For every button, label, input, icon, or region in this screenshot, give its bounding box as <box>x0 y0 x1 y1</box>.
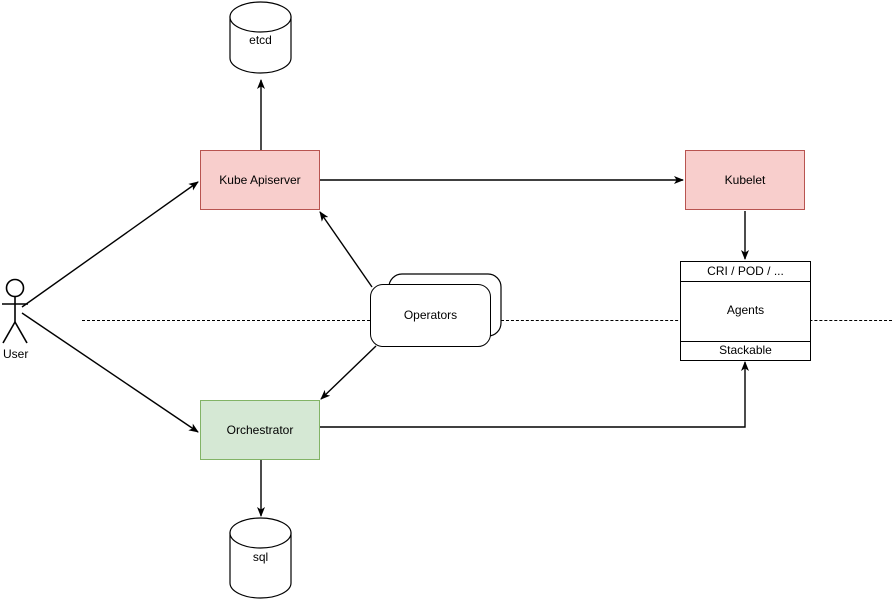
user-actor-shape <box>2 278 28 344</box>
agents-header-divider <box>681 281 810 282</box>
edge-user-to-apiserver <box>21 181 199 308</box>
etcd-cylinder-shape <box>229 1 292 74</box>
node-agents[interactable] <box>680 261 811 361</box>
node-kubelet[interactable] <box>685 150 805 210</box>
node-user-label: User <box>3 347 29 361</box>
node-operators[interactable] <box>370 284 491 347</box>
node-orchestrator[interactable] <box>200 400 320 460</box>
node-kube-apiserver[interactable] <box>200 150 320 210</box>
edge-operators-to-orchestrator <box>320 345 377 400</box>
edge-operators-to-apiserver <box>319 211 373 288</box>
agents-footer-divider <box>681 341 810 342</box>
edge-user-to-orchestrator <box>21 312 199 433</box>
separator-dashed-line-left <box>82 320 370 321</box>
edge-orchestrator-to-stackable <box>320 361 749 428</box>
sql-cylinder-shape <box>229 517 292 599</box>
